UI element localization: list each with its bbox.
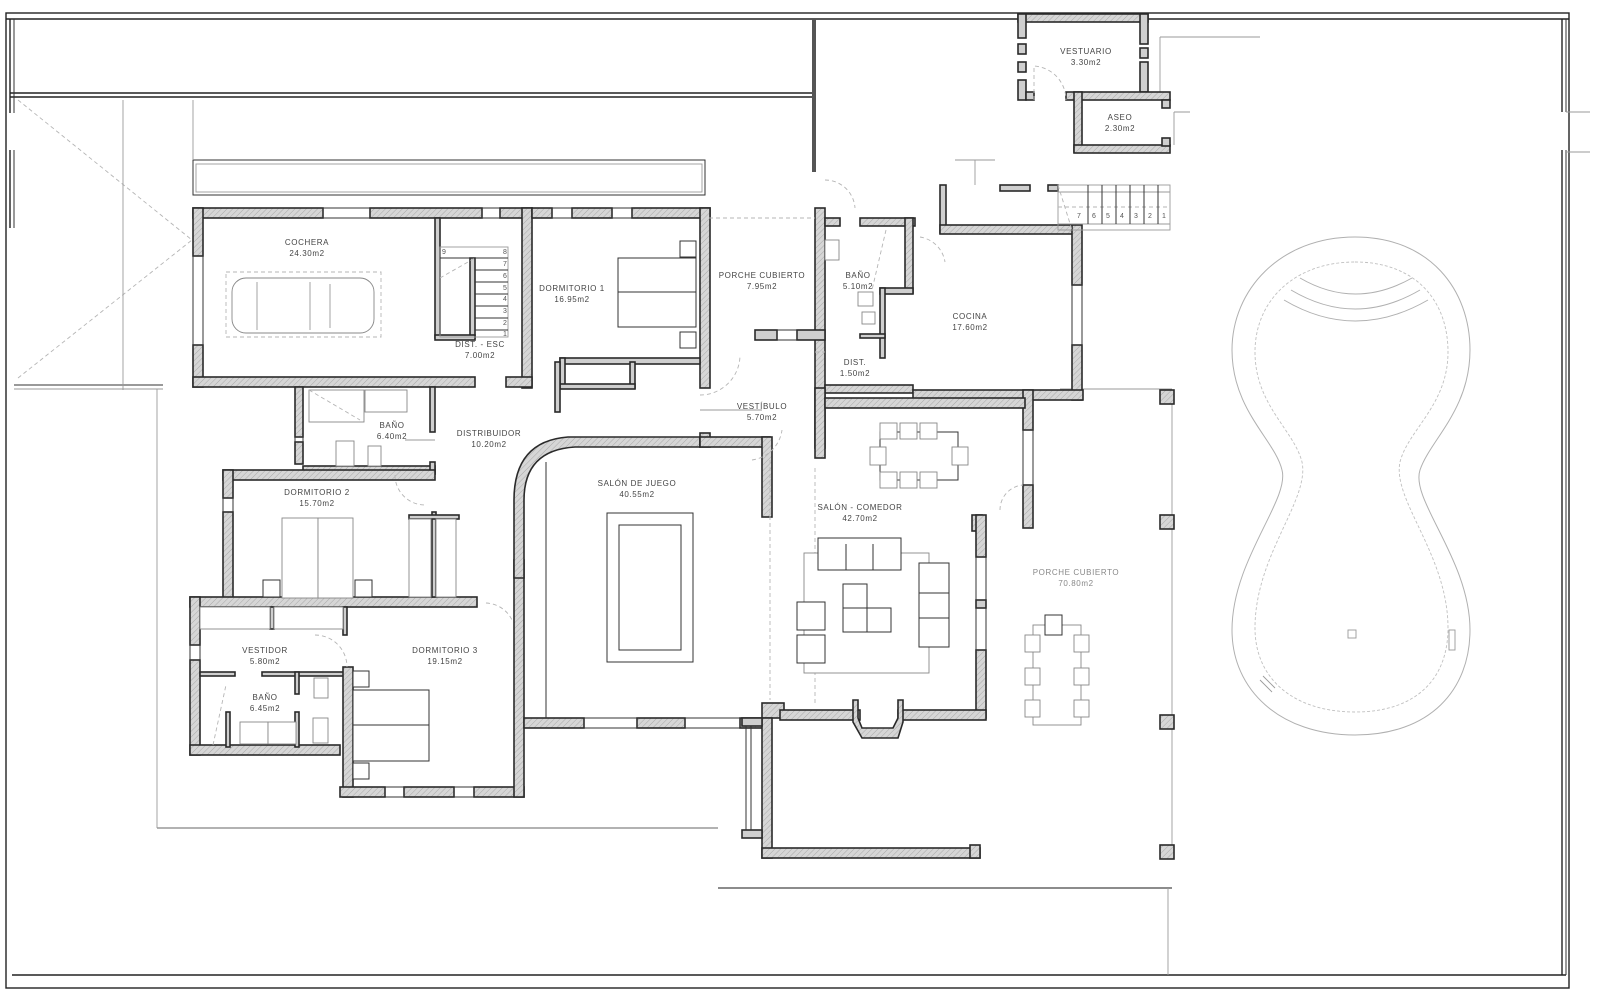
door-swings xyxy=(314,65,1190,703)
walls xyxy=(189,13,1175,860)
planter-strip xyxy=(122,19,816,390)
windows xyxy=(189,207,1083,798)
property-boundary xyxy=(5,12,1590,989)
site-lines xyxy=(156,36,1260,975)
room-label-dist: DIST.1.50m2 xyxy=(839,358,871,378)
swimming-pool xyxy=(1231,236,1471,736)
exterior-stair xyxy=(1057,184,1171,231)
furniture xyxy=(199,229,1090,780)
interior-stair xyxy=(439,246,509,338)
